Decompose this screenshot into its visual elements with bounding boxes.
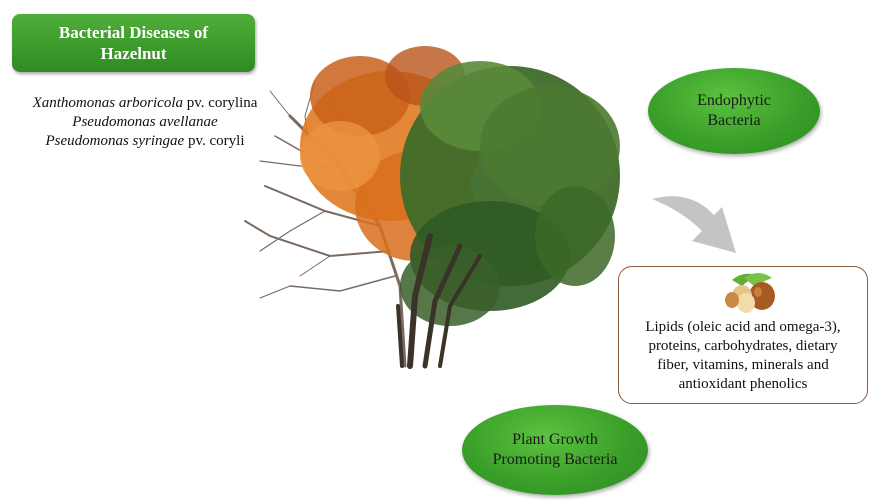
title-line-1: Bacterial Diseases of	[59, 22, 208, 43]
endophytic-bacteria-ellipse: Endophytic Bacteria	[648, 68, 820, 154]
endophytic-line-2: Bacteria	[707, 111, 760, 131]
pathogen-species: Pseudomonas avellanae	[72, 114, 217, 130]
hazelnut-tree-icon	[230, 36, 630, 376]
pgpb-line-1: Plant Growth	[512, 430, 598, 450]
nutrition-line: proteins, carbohydrates, dietary	[619, 337, 867, 356]
nutrition-line: Lipids (oleic acid and omega-3),	[619, 318, 867, 337]
pathogen-species: Xanthomonas arboricola	[33, 95, 183, 111]
hazelnuts-icon	[718, 270, 780, 316]
bacterial-diseases-title-box: Bacterial Diseases of Hazelnut	[12, 14, 255, 72]
pgpb-line-2: Promoting Bacteria	[493, 450, 618, 470]
pgpb-ellipse: Plant Growth Promoting Bacteria	[462, 405, 648, 495]
green-foliage	[400, 61, 620, 326]
pathogen-species: Pseudomonas syringae	[45, 133, 184, 149]
nutrition-text: Lipids (oleic acid and omega-3), protein…	[619, 318, 867, 394]
nutrition-line: antioxidant phenolics	[619, 375, 867, 394]
title-line-2: Hazelnut	[100, 43, 166, 64]
nutrition-line: fiber, vitamins, minerals and	[619, 356, 867, 375]
curved-arrow-icon	[650, 185, 750, 260]
endophytic-line-1: Endophytic	[697, 91, 771, 111]
